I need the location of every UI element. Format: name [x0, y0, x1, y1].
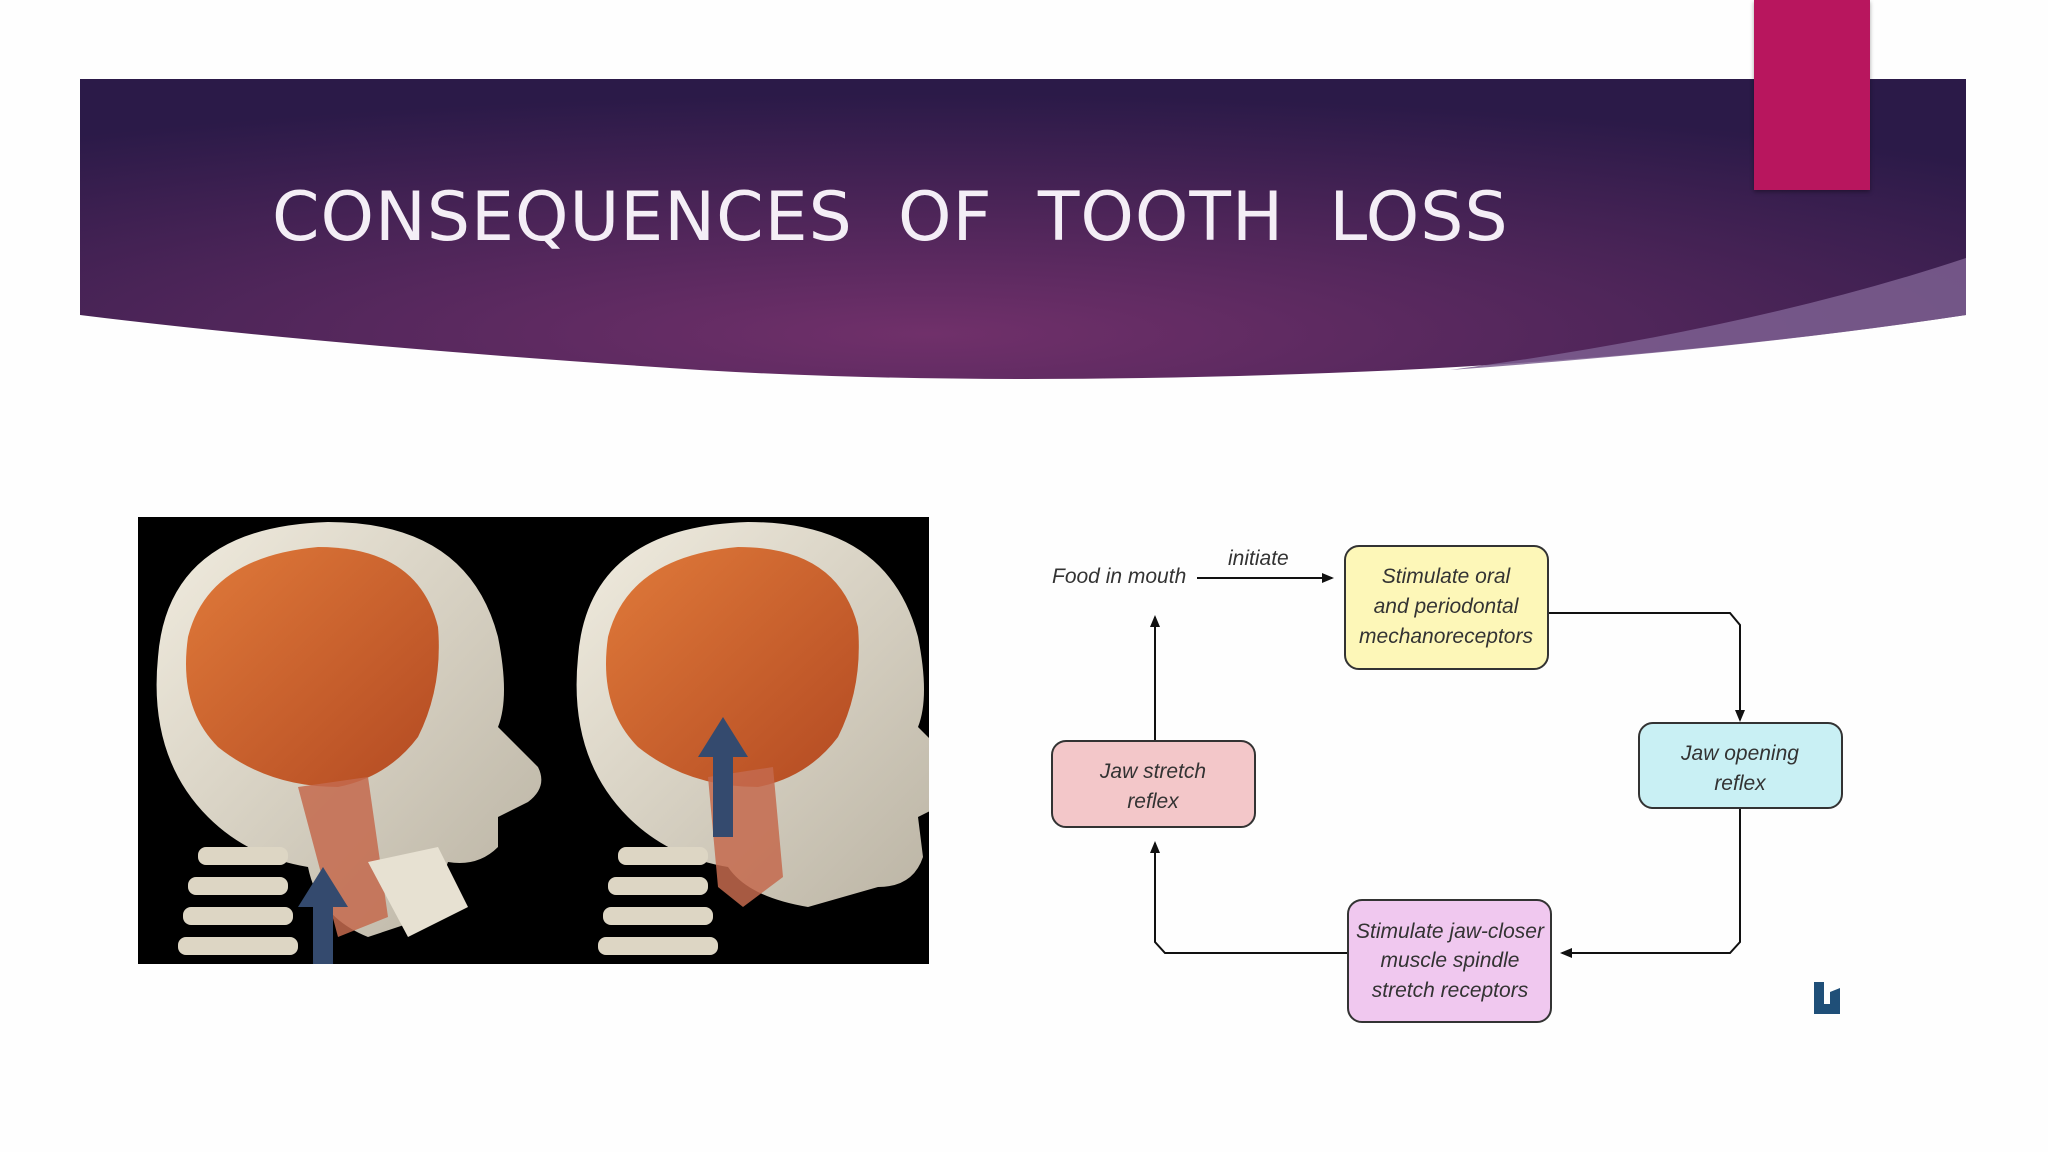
arrow-opening-to-closer [1560, 805, 1741, 958]
arrow-closer-to-stretch [1150, 841, 1348, 954]
initiate-label: initiate [1228, 547, 1289, 570]
food-in-mouth-label: Food in mouth [1052, 565, 1186, 588]
title-banner [80, 79, 1966, 379]
skull-closed-jaw [576, 522, 929, 955]
banner-shape [80, 79, 1966, 379]
box-jaw-stretch: Jaw stretch reflex [1051, 740, 1256, 828]
skull-muscle-illustration [138, 517, 929, 964]
box-jaw-opening-line2: reflex [1714, 772, 1767, 795]
box-jaw-stretch-line2: reflex [1127, 790, 1180, 813]
box-jaw-closer-line1: Stimulate jaw-closer [1356, 920, 1545, 943]
arrow-stimulate-to-opening [1548, 612, 1745, 722]
box-jaw-closer: Stimulate jaw-closer muscle spindle stre… [1347, 899, 1552, 1023]
corner-logo-icon [1814, 982, 1840, 1014]
accent-tab [1754, 0, 1870, 190]
box-stimulate-oral-line3: mechanoreceptors [1359, 625, 1533, 648]
jaw-reflex-flow-diagram: Food in mouth initiate Stimulate oral an… [1051, 545, 1843, 1023]
box-jaw-opening-line1: Jaw opening [1680, 742, 1799, 765]
skull-open-jaw [156, 522, 542, 964]
box-jaw-stretch-line1: Jaw stretch [1099, 760, 1206, 783]
box-jaw-closer-line3: stretch receptors [1372, 979, 1529, 1002]
skull-muscle-illustration-icon [138, 517, 929, 964]
box-stimulate-oral: Stimulate oral and periodontal mechanore… [1344, 545, 1549, 670]
box-jaw-closer-line2: muscle spindle [1381, 949, 1520, 972]
banner-swoosh [1450, 258, 1966, 370]
slide-title: CONSEQUENCES OF TOOTH LOSS [272, 178, 1509, 257]
box-stimulate-oral-line1: Stimulate oral [1382, 565, 1512, 588]
box-stimulate-oral-line2: and periodontal [1374, 595, 1520, 618]
box-jaw-opening: Jaw opening reflex [1638, 722, 1843, 809]
